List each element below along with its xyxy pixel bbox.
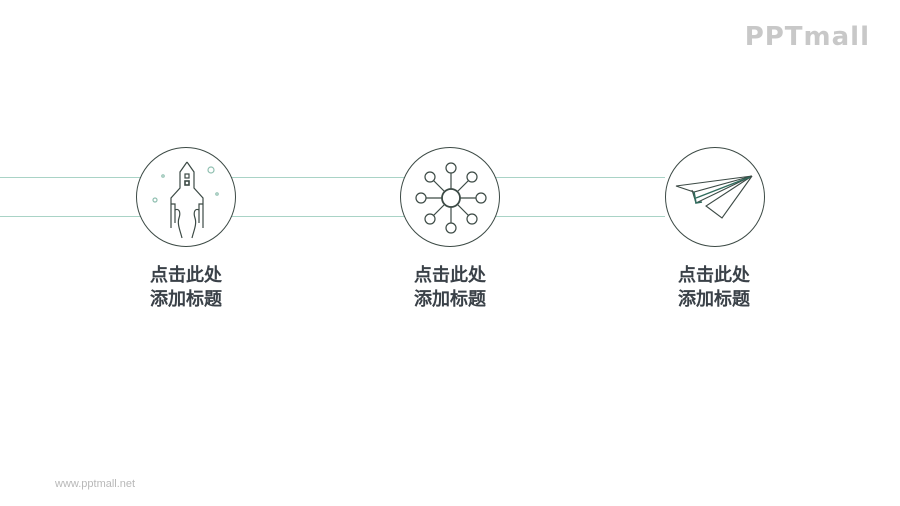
network-hub-icon — [415, 162, 487, 234]
item-title-1-line1: 点击此处 — [150, 265, 222, 286]
connector-line-top — [0, 177, 665, 178]
paper-plane-icon — [675, 175, 753, 219]
item-title-3-line2: 添加标题 — [678, 289, 750, 310]
icon-circle-2 — [400, 147, 500, 247]
item-title-2-line1: 点击此处 — [414, 265, 486, 286]
rocket-icon — [152, 161, 219, 239]
icon-circle-3 — [665, 147, 765, 247]
item-title-3-line1: 点击此处 — [678, 265, 750, 286]
item-title-3[interactable]: 点击此处 添加标题 — [634, 264, 794, 312]
footer-url: www.pptmall.net — [55, 478, 136, 490]
icon-circle-1 — [136, 147, 236, 247]
item-title-2-line2: 添加标题 — [414, 289, 486, 310]
item-title-2[interactable]: 点击此处 添加标题 — [370, 264, 530, 312]
connector-line-bottom — [0, 216, 665, 217]
item-title-1-line2: 添加标题 — [150, 289, 222, 310]
pptmall-logo: PPTmall — [744, 22, 870, 52]
item-title-1[interactable]: 点击此处 添加标题 — [106, 264, 266, 312]
